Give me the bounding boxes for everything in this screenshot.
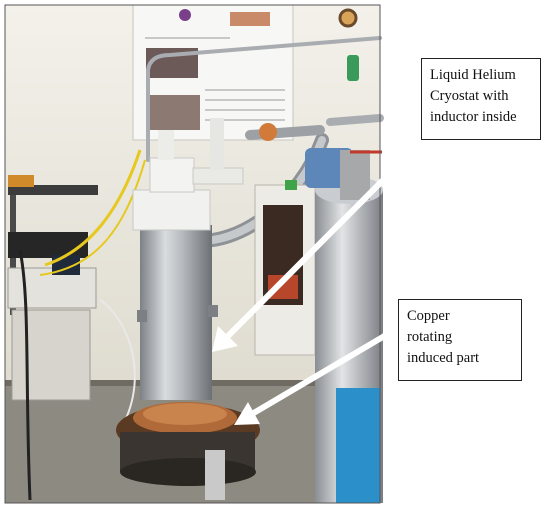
copper-induced-part xyxy=(116,402,260,500)
arrow-to-copper xyxy=(234,325,401,425)
wall-poster xyxy=(132,4,294,141)
left-bench xyxy=(7,149,146,501)
cryostat-label: Liquid Helium Cryostat with inductor ins… xyxy=(421,58,541,140)
arrow-to-cryostat xyxy=(212,142,421,352)
copper-part-label: Copper rotating induced part xyxy=(398,299,522,381)
cryostat xyxy=(132,118,244,400)
valve xyxy=(259,123,277,141)
